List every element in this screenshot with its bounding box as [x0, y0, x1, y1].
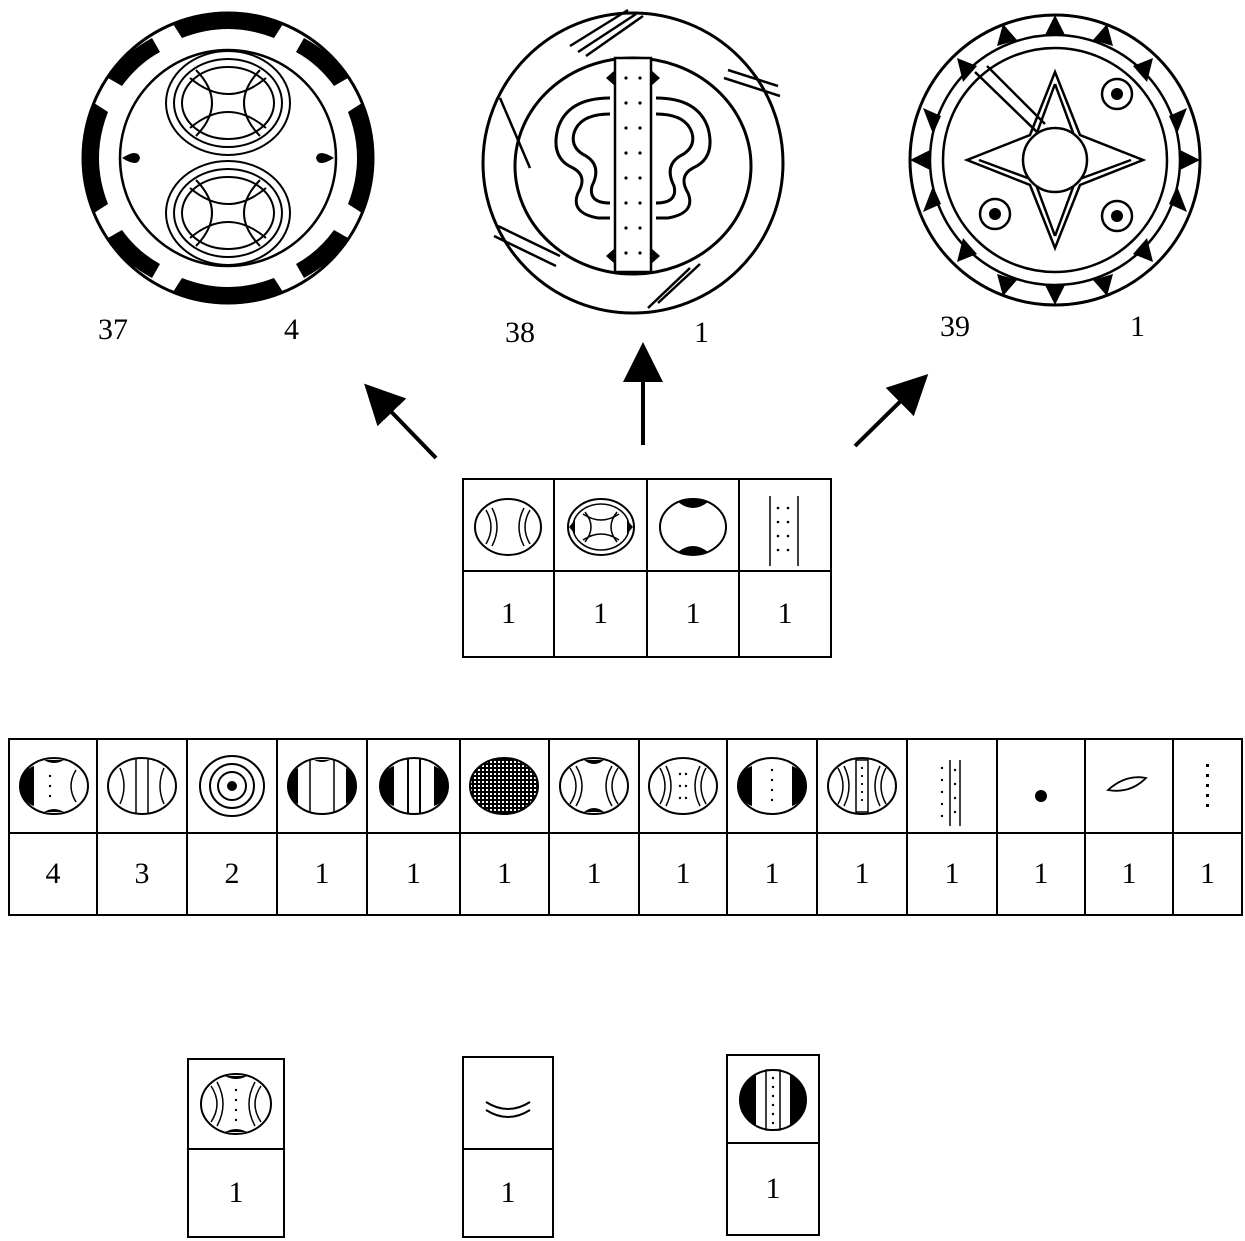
- long-motif-cell: [1172, 738, 1243, 834]
- long-motif-cell: [726, 738, 818, 834]
- long-motif-cell: [548, 738, 640, 834]
- motif-dotted-band: [740, 480, 830, 570]
- arrows: [0, 0, 1245, 470]
- long-motif-cell: [996, 738, 1086, 834]
- motif-capped-band: [278, 740, 366, 832]
- bottom-motif-cell: [726, 1054, 820, 1144]
- motif-quatrefoil: [555, 480, 646, 570]
- long-motif-cell: [186, 738, 278, 834]
- motif-crosshatched: [461, 740, 548, 832]
- long-motif-cell: [906, 738, 998, 834]
- motif-dotted-line: [1174, 740, 1241, 832]
- motif-dot: [998, 740, 1084, 832]
- bottom-motif-cell: [187, 1058, 285, 1150]
- bottom-table-1: 1: [187, 1058, 285, 1238]
- long-motif-cell: [276, 738, 368, 834]
- long-motif-cell: [96, 738, 188, 834]
- long-table: 4 3 2 1 1 1 1 1 1 1 1 1 1 1: [8, 738, 1243, 916]
- middle-motif-cell: [462, 478, 555, 572]
- motif-lens: [1086, 740, 1172, 832]
- long-count-cell: 1: [548, 832, 640, 916]
- middle-count-cell: 1: [738, 570, 832, 658]
- long-count-cell: 4: [8, 832, 98, 916]
- long-count-cell: 1: [459, 832, 550, 916]
- arrow-right: [855, 388, 914, 446]
- motif-capped-oval: [648, 480, 738, 570]
- middle-count-cell: 1: [646, 570, 740, 658]
- long-motif-cell: [459, 738, 550, 834]
- long-count-cell: 1: [276, 832, 368, 916]
- long-count-cell: 1: [906, 832, 998, 916]
- long-count-cell: 3: [96, 832, 188, 916]
- middle-table: 1 1 1 1: [462, 478, 832, 658]
- bottom-table-3: 1: [726, 1054, 820, 1238]
- bottom-count-cell: 1: [462, 1148, 554, 1238]
- middle-count-cell: 1: [462, 570, 555, 658]
- middle-motif-cell: [738, 478, 832, 572]
- long-motif-cell: [1084, 738, 1174, 834]
- long-count-cell: 1: [1084, 832, 1174, 916]
- motif-double-arc: [464, 1058, 552, 1148]
- bottom-count-cell: 1: [726, 1142, 820, 1236]
- motif-dark-cap-dotted: [10, 740, 96, 832]
- motif-capped-arcs-dotted: [189, 1060, 283, 1148]
- motif-capped-double-band: [368, 740, 459, 832]
- long-count-cell: 1: [638, 832, 728, 916]
- bottom-count-cell: 1: [187, 1148, 285, 1238]
- motif-ladder: [908, 740, 996, 832]
- long-motif-cell: [638, 738, 728, 834]
- middle-motif-cell: [646, 478, 740, 572]
- bottom-motif-cell: [462, 1056, 554, 1150]
- long-motif-cell: [366, 738, 461, 834]
- motif-arcs: [464, 480, 553, 570]
- motif-concentric: [188, 740, 276, 832]
- long-count-cell: 1: [366, 832, 461, 916]
- middle-count-cell: 1: [553, 570, 648, 658]
- motif-arcs-ladder: [818, 740, 906, 832]
- motif-arcs-dotted: [640, 740, 726, 832]
- motif-capped-ladder: [728, 1056, 818, 1142]
- motif-banded-oval: [98, 740, 186, 832]
- long-motif-cell: [8, 738, 98, 834]
- long-count-cell: 1: [816, 832, 908, 916]
- motif-capped-arcs: [550, 740, 638, 832]
- long-motif-cell: [816, 738, 908, 834]
- long-count-cell: 2: [186, 832, 278, 916]
- arrow-left: [378, 398, 436, 458]
- bottom-table-2: 1: [462, 1056, 554, 1238]
- middle-motif-cell: [553, 478, 648, 572]
- motif-capped-dotted: [728, 740, 816, 832]
- long-count-cell: 1: [996, 832, 1086, 916]
- long-count-cell: 1: [1172, 832, 1243, 916]
- long-count-cell: 1: [726, 832, 818, 916]
